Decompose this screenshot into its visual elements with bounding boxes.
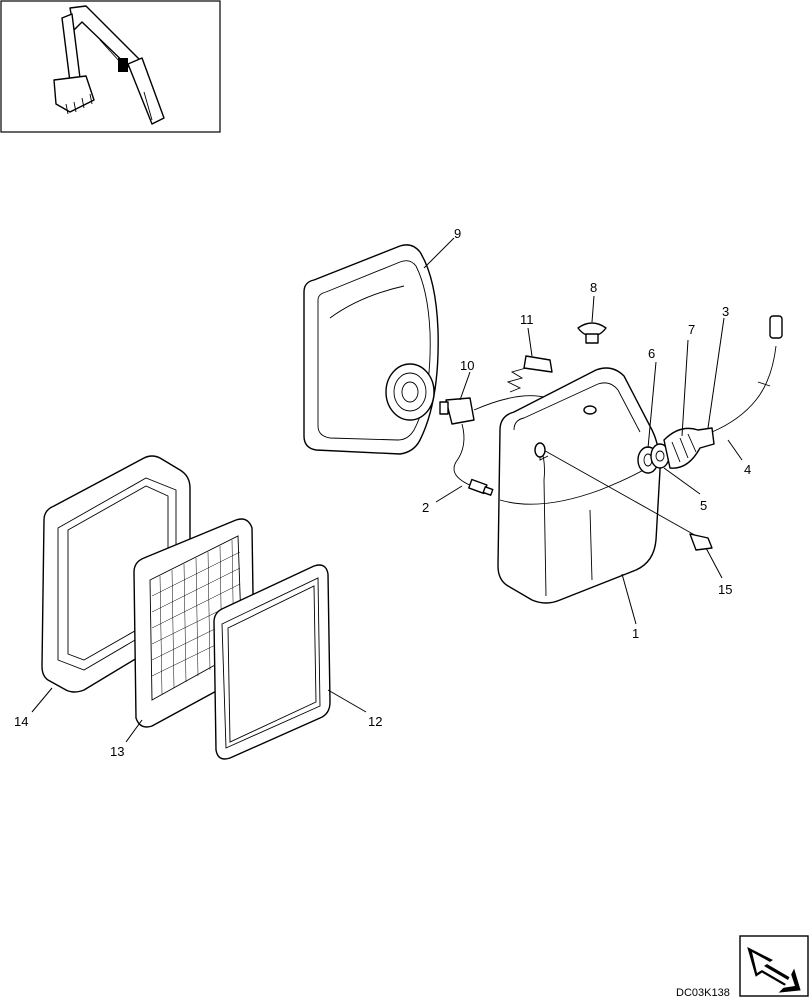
lens-mesh	[151, 539, 243, 695]
callout-10: 10	[460, 358, 474, 373]
callout-11: 11	[520, 312, 534, 327]
part-12-gasket	[213, 564, 331, 760]
callout-4: 4	[744, 462, 751, 477]
callout-12: 12	[368, 714, 382, 729]
part-11-clip	[506, 355, 553, 393]
part-2-wire-harness	[453, 423, 494, 496]
callout-5: 5	[700, 498, 707, 513]
drawing-code: DC03K138	[676, 987, 730, 999]
part-3-connector-cable	[711, 315, 783, 433]
callout-15: 15	[718, 582, 732, 597]
part-7-boot	[663, 427, 715, 469]
next-page-arrow-icon[interactable]	[739, 935, 809, 997]
part-1-lamp-body	[497, 367, 661, 604]
locator-inset	[0, 0, 221, 133]
part-15-screw	[534, 442, 713, 551]
part-8-grommet	[577, 322, 607, 344]
callout-3: 3	[722, 304, 729, 319]
callout-labels: 1 2 3 4 5 6 7 8 9 10 11 12 13 14 15	[14, 226, 751, 759]
callout-2: 2	[422, 500, 429, 515]
callout-7: 7	[688, 322, 695, 337]
callout-6: 6	[648, 346, 655, 361]
part-9-lamp-cover	[303, 244, 439, 455]
callout-8: 8	[590, 280, 597, 295]
callout-1: 1	[632, 626, 639, 641]
excavator-arm-icon	[53, 5, 165, 125]
callout-14: 14	[14, 714, 28, 729]
leader-lines	[31, 237, 743, 743]
callout-9: 9	[454, 226, 461, 241]
callout-13: 13	[110, 744, 124, 759]
